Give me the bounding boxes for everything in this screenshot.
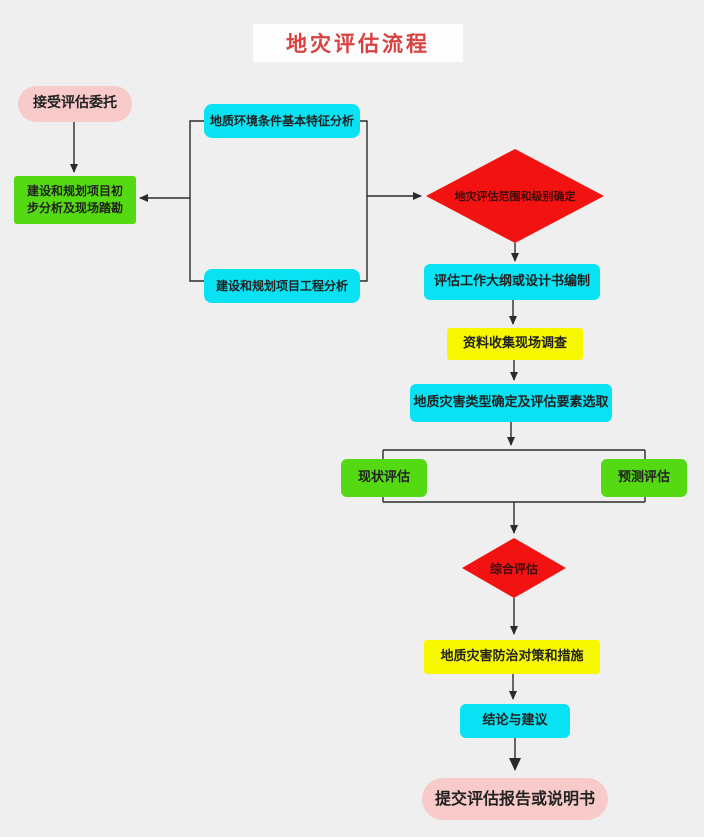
bracket-right-analysis [360, 120, 368, 282]
node-current-assessment: 现状评估 [341, 459, 427, 497]
title-panel: 地灾评估流程 [253, 24, 463, 62]
decision-diamond-comprehensive [462, 538, 566, 598]
decision-diamond-scope-level [426, 149, 604, 243]
node-initial-analysis: 建设和规划项目初步分析及现场踏勘 [14, 176, 136, 224]
node-final-report: 提交评估报告或说明书 [422, 778, 608, 820]
node-prediction-assessment: 预测评估 [601, 459, 687, 497]
node-project-engineering-analysis: 建设和规划项目工程分析 [204, 269, 360, 303]
node-geo-environment-analysis: 地质环境条件基本特征分析 [204, 104, 360, 138]
node-prevention-measures: 地质灾害防治对策和措施 [424, 640, 600, 674]
page-title: 地灾评估流程 [286, 31, 430, 56]
node-start: 接受评估委托 [18, 86, 132, 122]
bracket-left-analysis [189, 120, 204, 282]
node-data-collection: 资料收集现场调查 [447, 328, 583, 360]
node-outline-design: 评估工作大纲或设计书编制 [424, 264, 600, 300]
node-conclusion: 结论与建议 [460, 704, 570, 738]
node-hazard-type-selection: 地质灾害类型确定及评估要素选取 [410, 384, 612, 422]
